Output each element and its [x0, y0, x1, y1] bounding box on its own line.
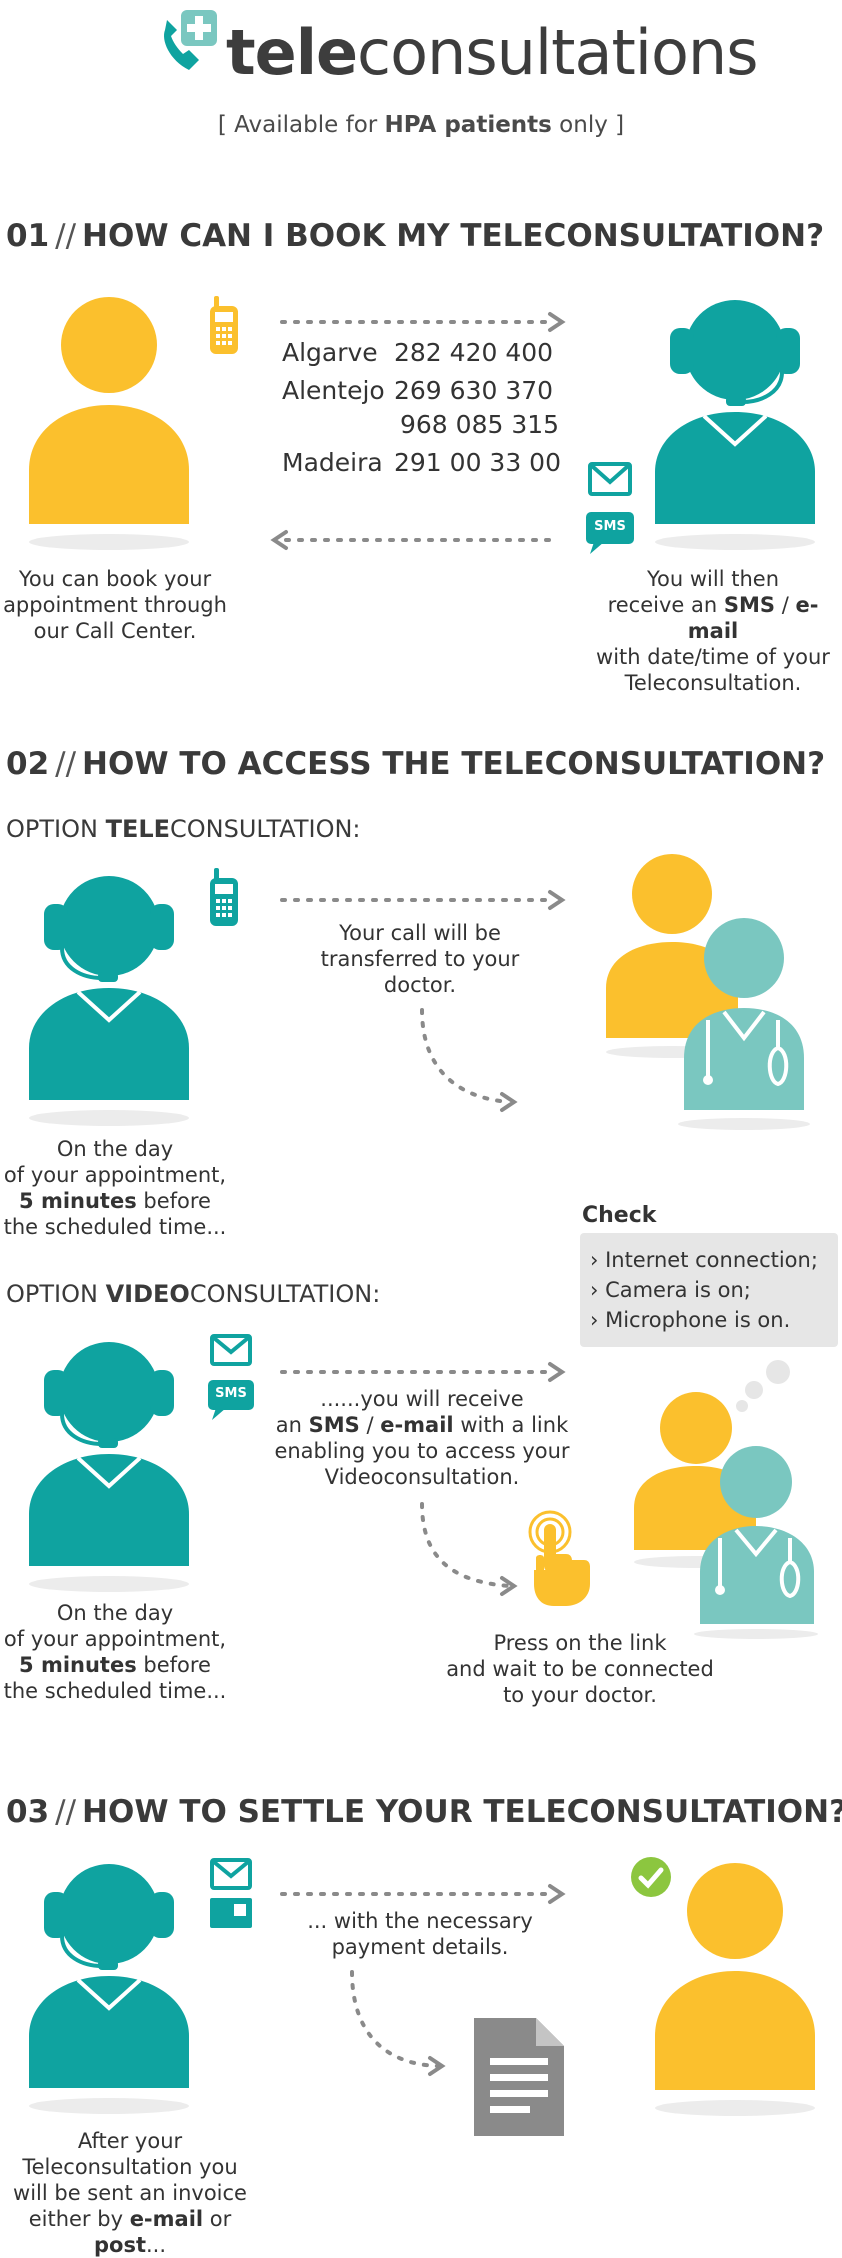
postal-mail-icon [210, 1898, 252, 1932]
option-videoconsultation-label: OPTION VIDEOCONSULTATION: [6, 1280, 381, 1308]
check-list: › Internet connection; › Camera is on; ›… [580, 1233, 838, 1347]
curved-arrow-icon [414, 1500, 524, 1604]
section3-title: 03//HOW TO SETTLE YOUR TELECONSULTATION? [6, 1794, 842, 1830]
sms-label: SMS [594, 519, 626, 534]
arrow-left-icon [270, 530, 558, 554]
check-label: Check [582, 1203, 657, 1228]
invoice-caption: After your Teleconsultation you will be … [13, 2129, 247, 2257]
sms-icon: SMS [208, 1380, 254, 1424]
sms-icon: SMS [586, 512, 634, 558]
mobile-phone-icon [210, 296, 238, 358]
operator-figure-video [26, 1334, 192, 1596]
logo-icon [155, 8, 223, 80]
green-checkmark-icon [630, 1856, 672, 1902]
check-item: › Microphone is on. [590, 1308, 791, 1332]
arrow-right-icon [280, 1362, 568, 1386]
mobile-phone-icon-teal [210, 868, 238, 930]
arrow-right-icon [280, 890, 568, 914]
section1-title: 01//HOW CAN I BOOK MY TELECONSULTATION? [6, 218, 825, 254]
operator-figure-tele [26, 868, 192, 1130]
patient-and-doctor-figure [604, 848, 824, 1142]
email-icon [588, 462, 632, 500]
invoice-document-icon [474, 2018, 564, 2140]
video-patient-and-doctor-figure [630, 1358, 830, 1642]
curved-arrow-icon [344, 1968, 454, 2082]
video-timing-caption: On the day of your appointment, 5 minute… [3, 1601, 227, 1703]
press-link-caption: Press on the link and wait to be connect… [446, 1631, 714, 1707]
sms-label: SMS [215, 1386, 247, 1401]
tap-hand-icon [526, 1510, 596, 1610]
link-caption: ......you will receive an SMS / e-mail w… [274, 1387, 570, 1489]
email-icon [210, 1334, 252, 1370]
check-item: › Internet connection; [590, 1248, 818, 1272]
availability-note: [ Available for HPA patients only ] [217, 112, 625, 138]
app-title: teleconsultations [226, 16, 759, 89]
arrow-right-icon [280, 312, 568, 336]
transfer-caption: Your call will be transferred to your do… [320, 921, 520, 997]
satisfied-patient-figure [652, 1856, 818, 2120]
payment-caption: ... with the necessary payment details. [307, 1909, 533, 1959]
confirmation-caption: You will then receive an SMS / e-mail wi… [596, 567, 830, 695]
email-icon [210, 1858, 252, 1894]
patient-figure [26, 290, 192, 554]
operator-figure-billing [26, 1856, 192, 2118]
call-center-operator-figure [652, 292, 818, 554]
option-teleconsultation-label: OPTION TELECONSULTATION: [6, 815, 361, 843]
curved-arrow-icon [414, 1006, 524, 1120]
phone-alentejo-mobile: 968 085 315 [400, 410, 560, 439]
tele-timing-caption: On the day of your appointment, 5 minute… [3, 1137, 227, 1239]
arrow-right-icon [280, 1884, 568, 1908]
section2-title: 02//HOW TO ACCESS THE TELECONSULTATION? [6, 746, 826, 782]
booking-caption: You can book your appointment through ou… [3, 567, 227, 643]
check-item: › Camera is on; [590, 1278, 751, 1302]
